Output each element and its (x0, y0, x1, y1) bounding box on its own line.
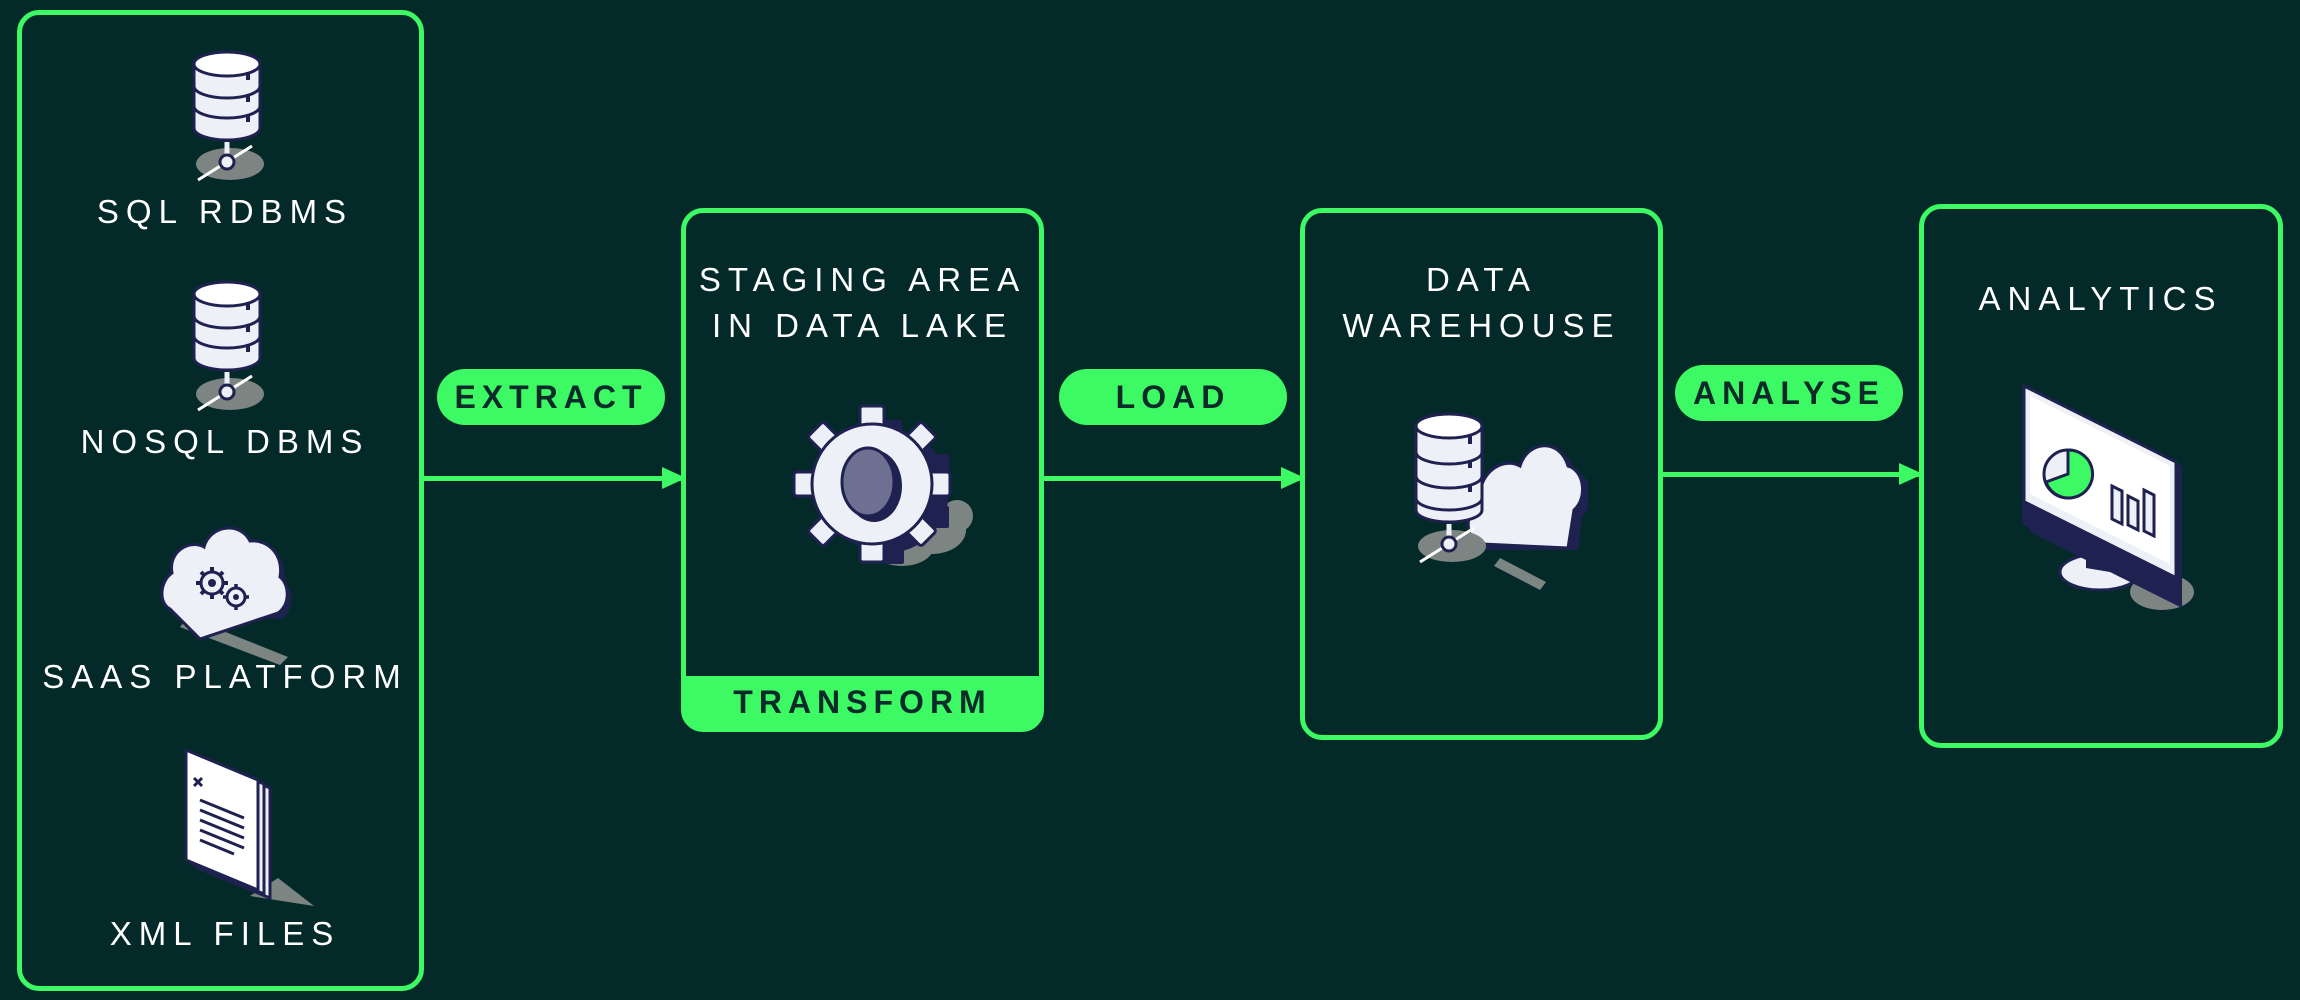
staging-area-panel (681, 208, 1044, 732)
load-arrow-line (1044, 476, 1300, 481)
database-cloud-icon (1408, 400, 1588, 595)
document-stack-icon (178, 748, 318, 908)
analyse-arrow-head (1899, 463, 1923, 485)
extract-arrow-head (662, 467, 686, 489)
data-warehouse-panel (1300, 208, 1663, 740)
source-label-sql-rdbms: SQL RDBMS (96, 193, 354, 230)
source-label-nosql-dbms: NOSQL DBMS (80, 423, 370, 460)
staging-title-line1: STAGING AREA (698, 261, 1027, 298)
analytics-panel (1919, 204, 2283, 748)
source-label-saas-platform: SAAS PLATFORM (42, 658, 408, 695)
extract-arrow-line (424, 476, 681, 481)
gear-icon (782, 396, 982, 576)
staging-title-line2: IN DATA LAKE (711, 307, 1013, 344)
database-icon (180, 272, 280, 422)
load-step-label: LOAD (1059, 369, 1287, 425)
analyse-arrow-line (1663, 472, 1920, 477)
sources-panel (17, 10, 424, 991)
source-label-xml-files: XML FILES (109, 915, 341, 952)
warehouse-title-line2: WAREHOUSE (1342, 307, 1621, 344)
cloud-gears-icon (160, 515, 300, 670)
monitor-chart-icon (2020, 384, 2220, 614)
database-icon (180, 42, 280, 192)
analyse-step-label: ANALYSE (1675, 365, 1903, 421)
transform-step-label: TRANSFORM (684, 676, 1041, 729)
warehouse-title-line1: DATA (1425, 261, 1538, 298)
analytics-title: ANALYTICS (1978, 280, 2223, 317)
extract-step-label: EXTRACT (437, 369, 665, 425)
load-arrow-head (1281, 467, 1305, 489)
